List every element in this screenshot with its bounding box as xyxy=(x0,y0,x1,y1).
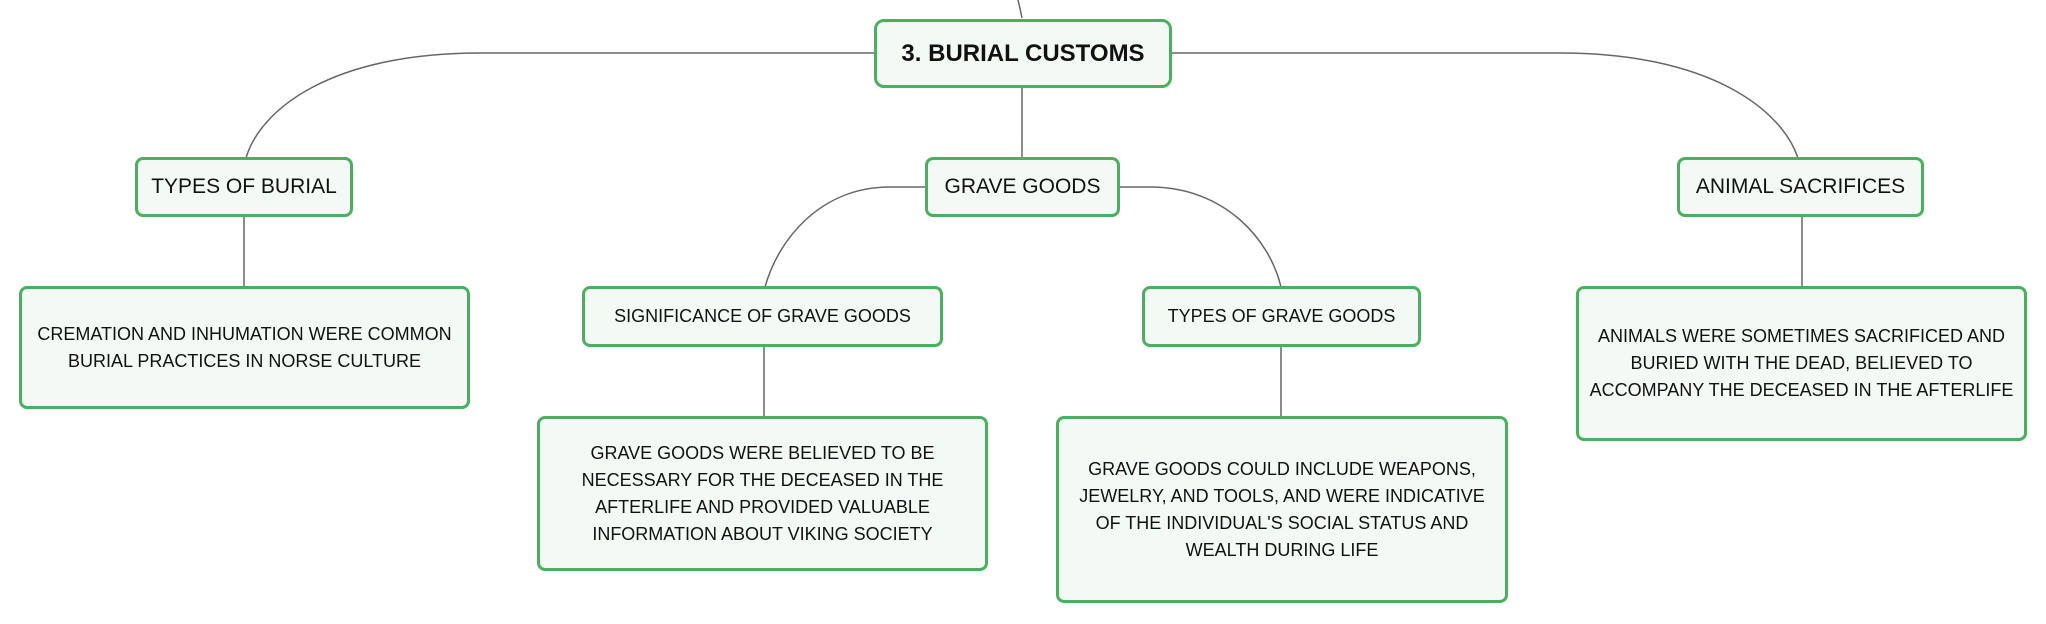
subtopic-types-of-grave-goods[interactable]: TYPES OF GRAVE GOODS xyxy=(1142,286,1421,347)
connector-grave-goods-to-types xyxy=(1119,186,1282,288)
topic-types-of-burial[interactable]: TYPES OF BURIAL xyxy=(135,157,353,217)
topic-animal-sacrifices[interactable]: ANIMAL SACRIFICES xyxy=(1677,157,1924,217)
subtopic-significance-of-grave-goods[interactable]: SIGNIFICANCE OF GRAVE GOODS xyxy=(582,286,943,347)
connector-parent-to-root xyxy=(1017,0,1023,19)
detail-animal-sacrifices[interactable]: ANIMALS WERE SOMETIMES SACRIFICED AND BU… xyxy=(1576,286,2027,441)
detail-types-of-burial[interactable]: CREMATION AND INHUMATION WERE COMMON BUR… xyxy=(19,286,470,409)
detail-types-of-grave-goods[interactable]: GRAVE GOODS COULD INCLUDE WEAPONS, JEWEL… xyxy=(1056,416,1508,603)
connector-root-to-animal-sacrifices xyxy=(1172,52,1799,159)
topic-grave-goods[interactable]: GRAVE GOODS xyxy=(925,157,1120,217)
connector-root-to-types-of-burial xyxy=(245,52,876,159)
root-topic[interactable]: 3. BURIAL CUSTOMS xyxy=(874,19,1172,88)
detail-significance-of-grave-goods[interactable]: GRAVE GOODS WERE BELIEVED TO BE NECESSAR… xyxy=(537,416,988,571)
connector-grave-goods-to-significance xyxy=(764,186,926,288)
